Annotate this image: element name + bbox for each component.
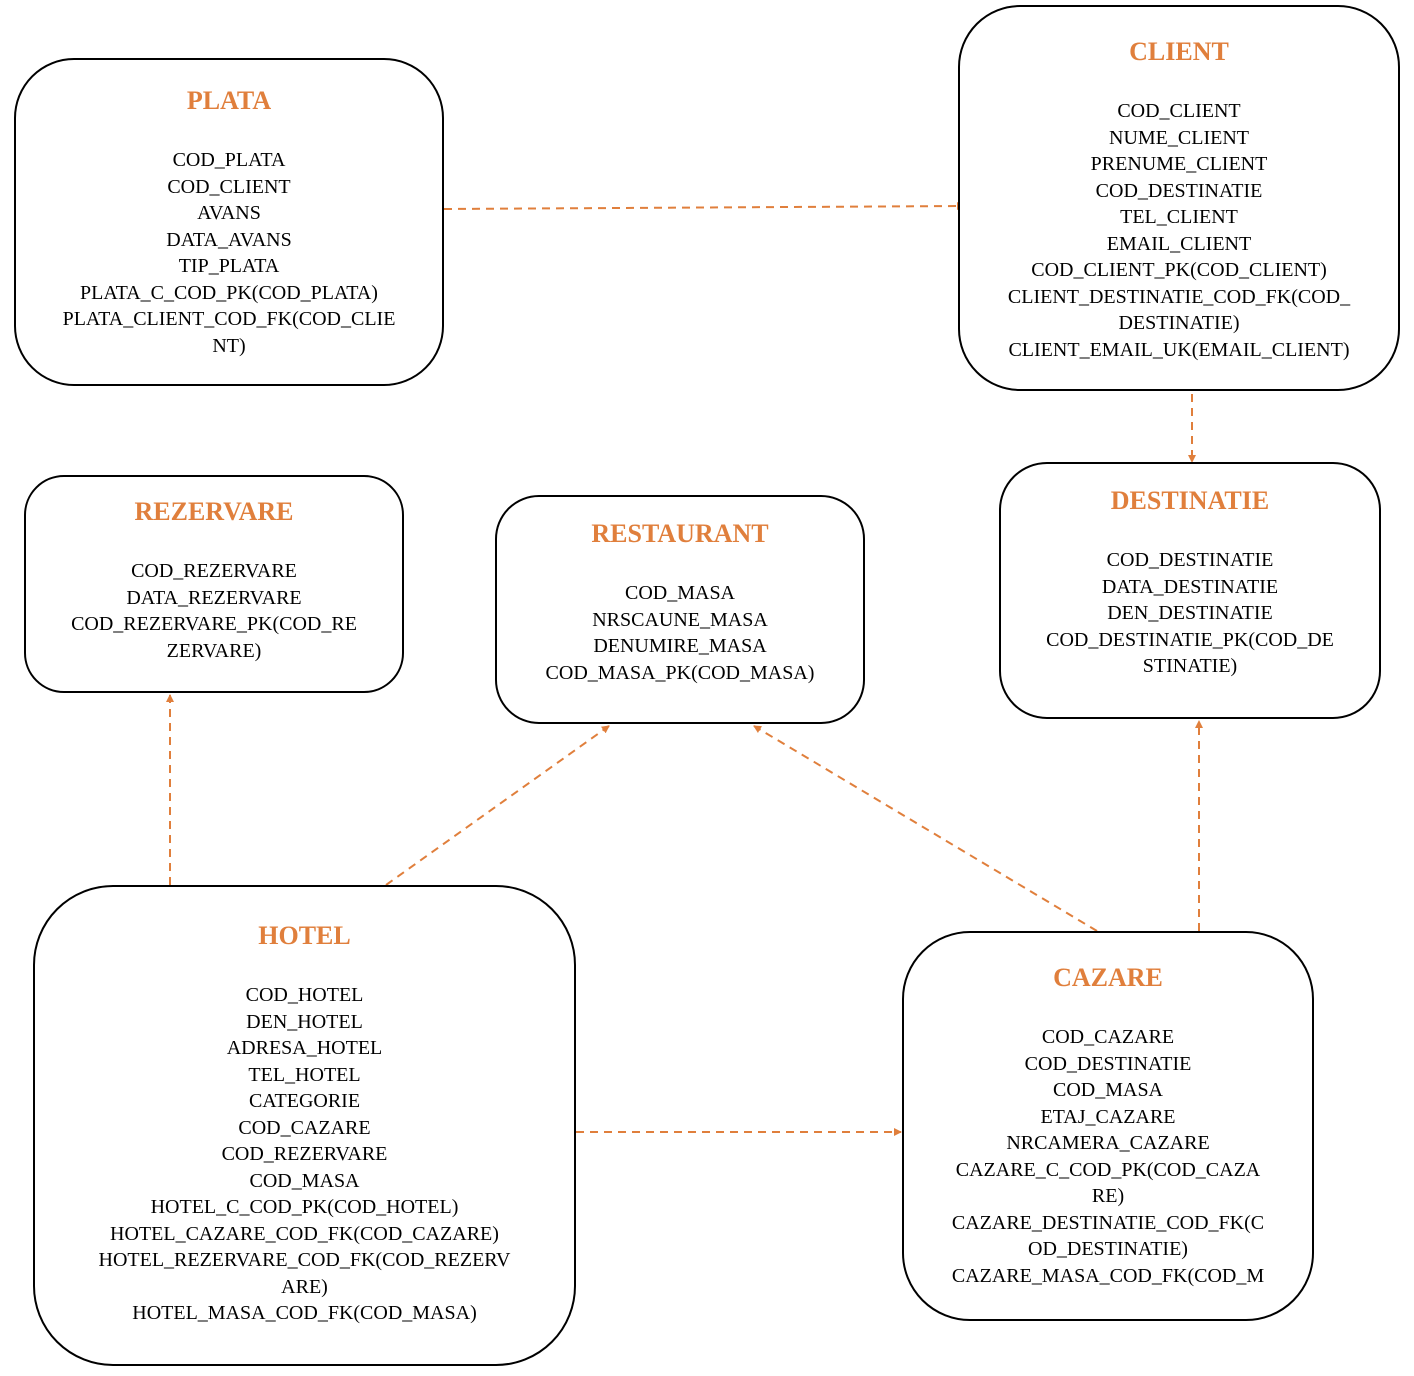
entity-field: EMAIL_CLIENT: [1106, 232, 1252, 255]
entity-field: NRCAMERA_CAZARE: [1006, 1132, 1210, 1154]
entity-field: COD_REZERVARE: [131, 560, 297, 582]
entity-hotel: HOTEL COD_HOTEL DEN_HOTEL ADRESA_HOTEL T…: [33, 885, 576, 1366]
entity-field: PLATA_CLIENT_COD_FK(COD_CLIE: [62, 308, 396, 330]
entity-field: COD_DESTINATIE: [1095, 179, 1263, 202]
entity-plata: PLATA COD_PLATA COD_CLIENT AVANS DATA_AV…: [14, 58, 444, 386]
entity-fields-cazare: COD_CAZARE COD_DESTINATIE COD_MASA ETAJ_…: [904, 1024, 1312, 1289]
connector-plata-to-client: [443, 202, 965, 211]
entity-field: COD_PLATA: [172, 149, 286, 171]
entity-title-client: CLIENT: [1129, 37, 1229, 66]
entity-fields-destinatie: COD_DESTINATIE DATA_DESTINATIE DEN_DESTI…: [1001, 547, 1379, 680]
entity-field: HOTEL_C_COD_PK(COD_HOTEL): [150, 1196, 459, 1218]
entity-field: PRENUME_CLIENT: [1090, 153, 1268, 175]
entity-fields-restaurant: COD_MASA NRSCAUNE_MASA DENUMIRE_MASA COD…: [497, 580, 863, 686]
entity-field: DEN_HOTEL: [246, 1010, 363, 1033]
entity-field: COD_DESTINATIE: [1106, 549, 1274, 571]
entity-field: ZERVARE): [166, 639, 262, 662]
entity-field: COD_REZERVARE_PK(COD_RE: [71, 613, 357, 635]
entity-title-destinatie: DESTINATIE: [1110, 486, 1270, 515]
entity-field: ETAJ_CAZARE: [1040, 1105, 1176, 1128]
entity-fields-client: COD_CLIENT NUME_CLIENT PRENUME_CLIENT CO…: [960, 98, 1398, 363]
entity-field: CAZARE_DESTINATIE_COD_FK(C: [951, 1211, 1265, 1234]
entity-field: HOTEL_MASA_COD_FK(COD_MASA): [132, 1302, 477, 1324]
entity-field: COD_MASA: [249, 1169, 360, 1192]
entity-field: DATA_DESTINATIE: [1101, 575, 1279, 598]
entity-field: COD_MASA: [624, 582, 736, 604]
entity-field: RE): [1091, 1185, 1125, 1207]
entity-field: CATEGORIE: [248, 1090, 361, 1112]
connector-cazare-to-restaurant: [753, 725, 1098, 932]
entity-field: COD_DESTINATIE_PK(COD_DE: [1046, 628, 1334, 651]
entity-field: PLATA_C_COD_PK(COD_PLATA): [80, 281, 378, 304]
entity-field: HOTEL_REZERVARE_COD_FK(COD_REZERV: [98, 1249, 511, 1271]
entity-field: COD_CAZARE: [1041, 1026, 1175, 1048]
entity-field: NRSCAUNE_MASA: [592, 608, 768, 631]
entity-field: ARE): [281, 1275, 328, 1298]
entity-fields-hotel: COD_HOTEL DEN_HOTEL ADRESA_HOTEL TEL_HOT…: [35, 982, 574, 1327]
entity-field: DESTINATIE): [1118, 312, 1240, 334]
entity-field: AVANS: [197, 202, 261, 224]
entity-title-hotel: HOTEL: [258, 921, 351, 950]
entity-client: CLIENT COD_CLIENT NUME_CLIENT PRENUME_CL…: [958, 5, 1400, 391]
entity-cazare: CAZARE COD_CAZARE COD_DESTINATIE COD_MAS…: [902, 931, 1314, 1321]
entity-field: TEL_CLIENT: [1120, 206, 1238, 228]
entity-field: DATA_REZERVARE: [126, 586, 302, 609]
entity-field: CLIENT_EMAIL_UK(EMAIL_CLIENT): [1008, 338, 1350, 361]
entity-title-plata: PLATA: [186, 86, 272, 115]
entity-field: COD_CLIENT_PK(COD_CLIENT): [1031, 259, 1327, 281]
entity-field: TEL_HOTEL: [248, 1063, 361, 1086]
entity-field: COD_MASA: [1052, 1079, 1164, 1101]
entity-field: COD_REZERVARE: [221, 1143, 388, 1165]
entity-restaurant: RESTAURANT COD_MASA NRSCAUNE_MASA DENUMI…: [495, 495, 865, 724]
entity-field: COD_CLIENT: [1117, 100, 1241, 122]
entity-field: COD_MASA_PK(COD_MASA): [545, 661, 815, 684]
entity-title-cazare: CAZARE: [1053, 963, 1163, 992]
entity-rezervare: REZERVARE COD_REZERVARE DATA_REZERVARE C…: [24, 475, 404, 693]
entity-fields-plata: COD_PLATA COD_CLIENT AVANS DATA_AVANS TI…: [16, 147, 442, 359]
entity-field: COD_CLIENT: [167, 175, 291, 198]
entity-field: COD_DESTINATIE: [1024, 1052, 1192, 1075]
entity-field: CLIENT_DESTINATIE_COD_FK(COD_: [1007, 285, 1351, 308]
entity-field: NUME_CLIENT: [1109, 126, 1249, 149]
entity-field: STINATIE): [1142, 655, 1238, 677]
entity-field: DENUMIRE_MASA: [593, 635, 767, 657]
entity-title-rezervare: REZERVARE: [134, 497, 294, 526]
connector-hotel-to-restaurant: [385, 725, 610, 886]
entity-field: CAZARE_MASA_COD_FK(COD_M: [951, 1264, 1265, 1287]
entity-field: NT): [212, 334, 246, 357]
entity-field: COD_CAZARE: [238, 1116, 371, 1139]
entity-destinatie: DESTINATIE COD_DESTINATIE DATA_DESTINATI…: [999, 462, 1381, 719]
entity-field: CAZARE_C_COD_PK(COD_CAZA: [955, 1158, 1261, 1181]
entity-field: OD_DESTINATIE): [1028, 1238, 1188, 1260]
entity-field: HOTEL_CAZARE_COD_FK(COD_CAZARE): [110, 1222, 499, 1245]
entity-title-restaurant: RESTAURANT: [591, 519, 769, 548]
entity-field: DEN_DESTINATIE: [1107, 602, 1273, 624]
entity-field: DATA_AVANS: [166, 228, 292, 251]
entity-field: COD_HOTEL: [245, 984, 364, 1006]
entity-field: ADRESA_HOTEL: [226, 1037, 383, 1059]
entity-fields-rezervare: COD_REZERVARE DATA_REZERVARE COD_REZERVA…: [26, 558, 402, 664]
entity-field: TIP_PLATA: [178, 255, 280, 277]
